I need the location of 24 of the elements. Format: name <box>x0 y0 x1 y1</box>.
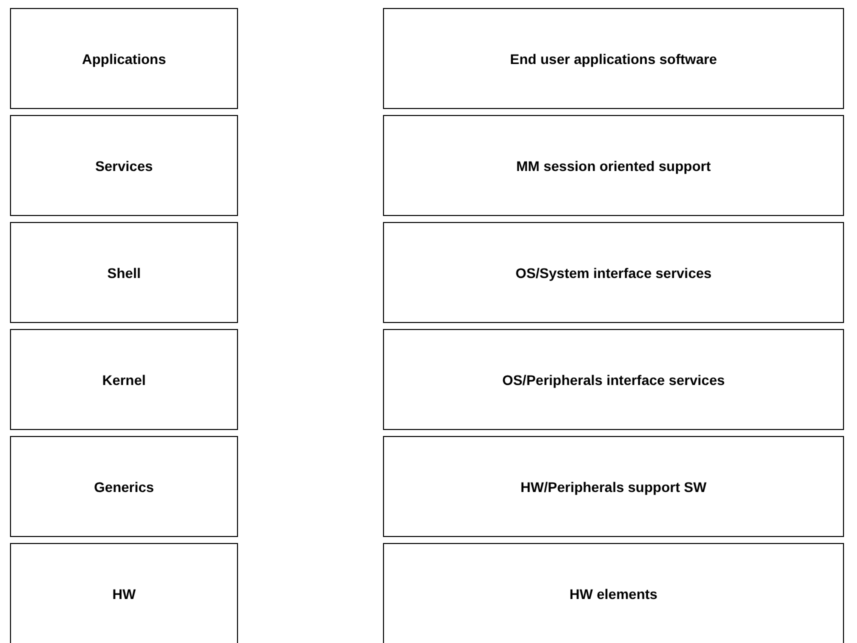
layer-label: OS/System interface services <box>515 264 712 280</box>
layer-box <box>10 115 238 216</box>
layer-box <box>10 8 238 109</box>
layer-box <box>10 543 238 643</box>
layer-box <box>10 329 238 430</box>
layer-label: HW <box>112 586 136 602</box>
layer-label: Generics <box>94 478 154 494</box>
layer-label: HW elements <box>570 586 658 602</box>
layer-box <box>383 115 844 216</box>
layer-label: Applications <box>82 50 166 66</box>
layer-box <box>10 222 238 323</box>
layer-label: Shell <box>107 264 141 280</box>
layer-label: MM session oriented support <box>516 158 711 174</box>
layer-box <box>383 436 844 537</box>
layer-box <box>10 436 238 537</box>
layer-label: HW/Peripherals support SW <box>520 478 706 494</box>
layer-box <box>383 329 844 430</box>
layer-box <box>383 543 844 643</box>
layer-label: Kernel <box>102 372 146 388</box>
layer-box <box>383 222 844 323</box>
layer-label: Services <box>95 158 153 174</box>
layer-box <box>383 8 844 109</box>
layer-label: OS/Peripherals interface services <box>502 372 725 388</box>
layer-label: End user applications software <box>510 50 717 66</box>
